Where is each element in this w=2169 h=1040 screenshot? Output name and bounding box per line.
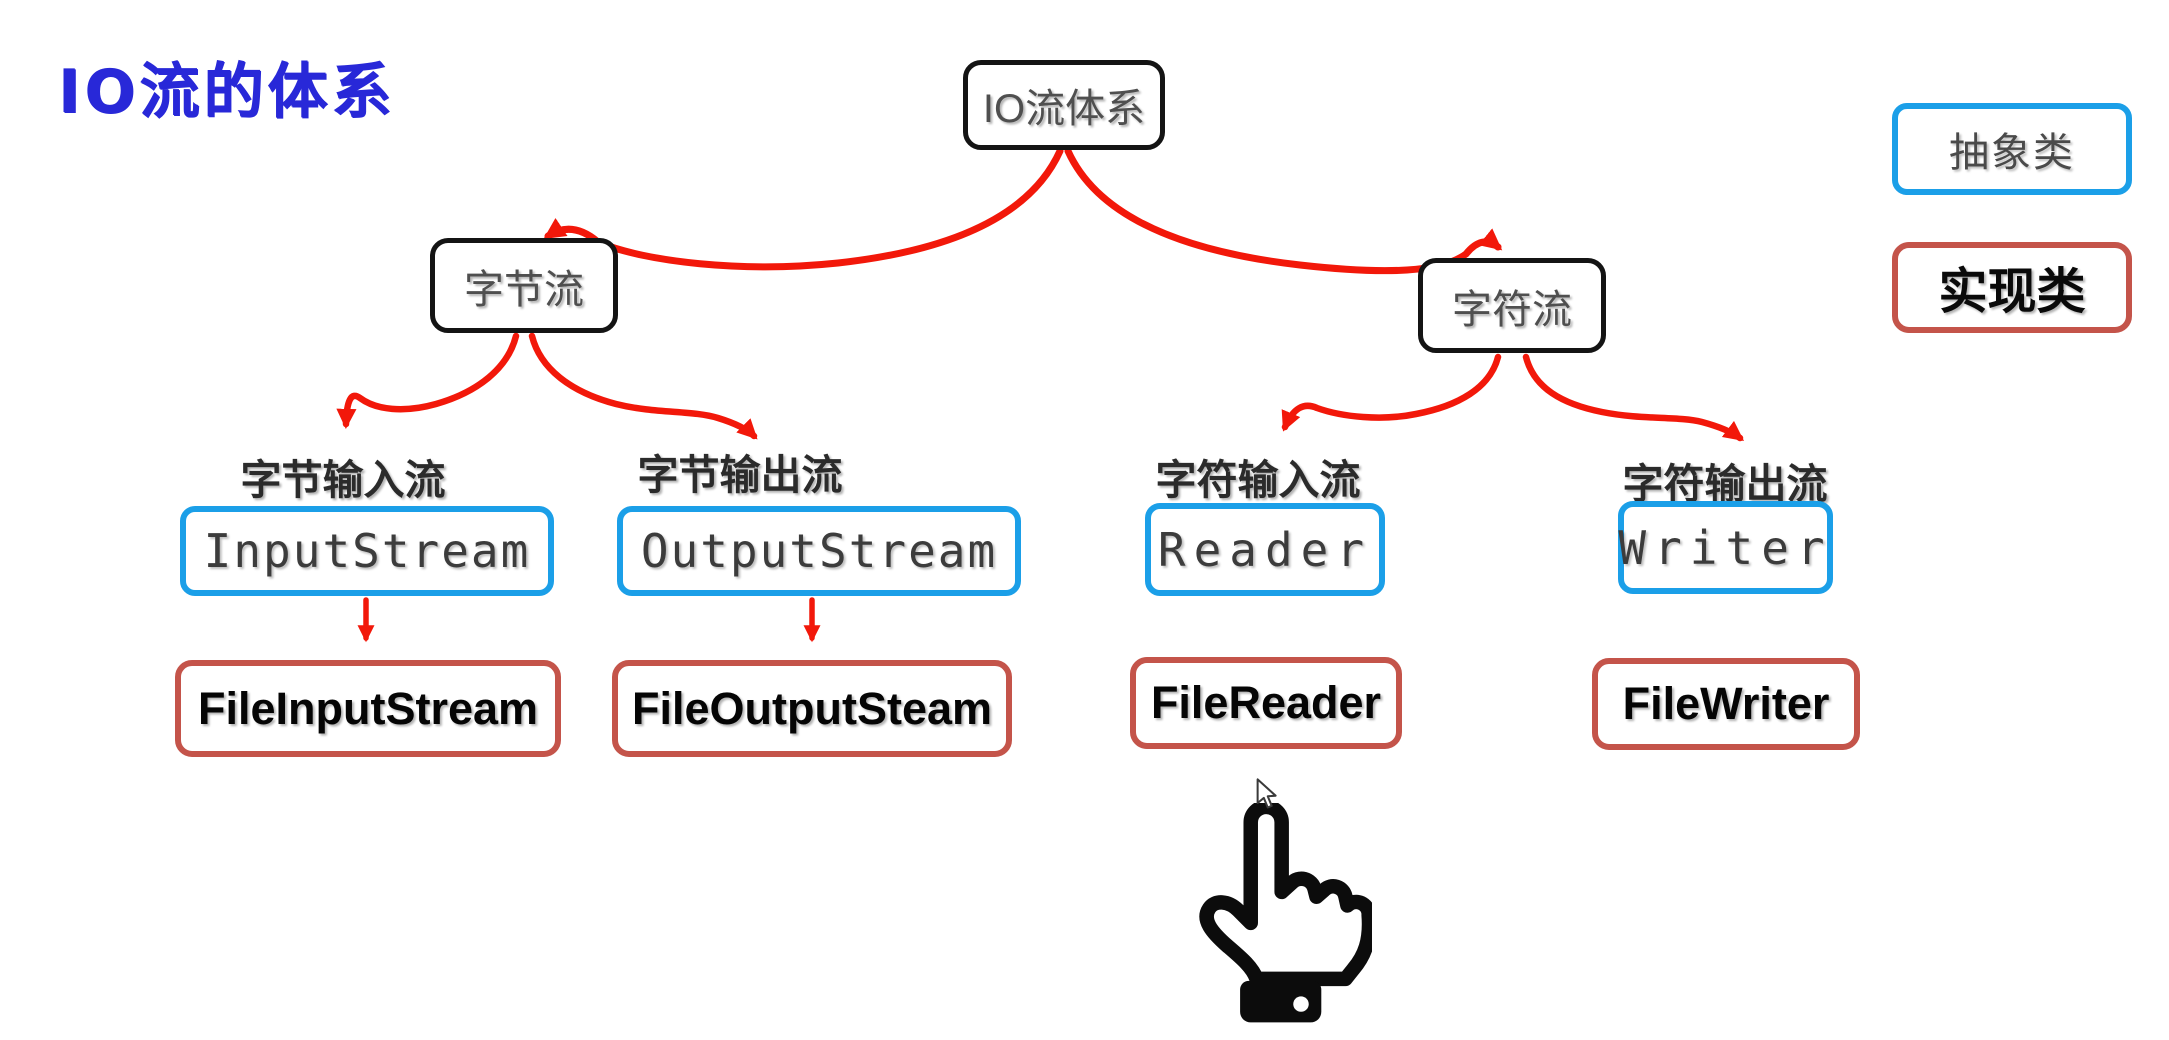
char-output-label: 字符输出流 — [1622, 461, 1828, 507]
filewriter-box: FileWriter — [1592, 658, 1860, 750]
page-title: IO流的体系 — [58, 57, 396, 127]
byte-stream-node: 字节流 — [430, 238, 618, 333]
fileoutputsteam-box: FileOutputSteam — [612, 660, 1012, 757]
char-stream-node: 字符流 — [1418, 258, 1606, 353]
filereader-box: FileReader — [1130, 657, 1402, 749]
writer-box: Writer — [1618, 501, 1833, 594]
legend-abstract-class: 抽象类 — [1892, 103, 2132, 195]
inputstream-box: InputStream — [180, 506, 554, 596]
reader-box: Reader — [1145, 503, 1385, 596]
byte-input-label: 字节输入流 — [240, 457, 446, 503]
root-node: IO流体系 — [963, 60, 1165, 150]
mouse-cursor-icon — [1252, 776, 1279, 812]
fileinputstream-box: FileInputStream — [175, 660, 561, 757]
char-input-label: 字符输入流 — [1155, 457, 1361, 503]
legend-implementation-class: 实现类 — [1892, 242, 2132, 333]
hand-pointer-icon — [1172, 799, 1377, 1035]
outputstream-box: OutputStream — [617, 506, 1021, 596]
byte-output-label: 字节输出流 — [637, 452, 843, 498]
